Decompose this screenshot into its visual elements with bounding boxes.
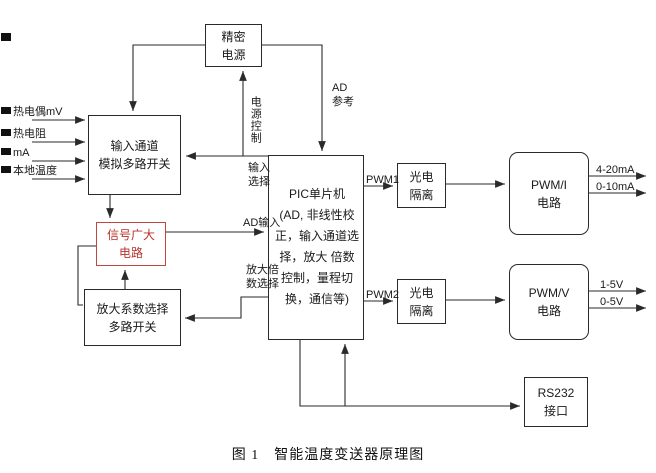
block-rs232-port-line2: 接口 — [543, 404, 568, 418]
block-signal-amplifier-line1: 信号广大 — [106, 228, 155, 242]
block-gain-select-switch: 放大系数选择 多路开关 — [84, 289, 181, 346]
label-gain-select: 放大倍 数选择 — [246, 263, 279, 292]
wire-ad-reference — [262, 44, 326, 151]
label-input-select-line1: 输入 — [248, 162, 270, 174]
wire-gain-select — [185, 296, 268, 322]
block-rs232-port-line1: RS232 — [537, 386, 575, 400]
block-pic-mcu-line6: 换，通信等) — [285, 292, 349, 306]
label-gain-select-line2: 数选择 — [246, 278, 279, 291]
block-pic-mcu-line2: (AD, 非线性校 — [279, 208, 355, 222]
scan-mark — [1, 107, 11, 114]
block-opto-isolator-2-line1: 光电 — [409, 285, 434, 300]
wire-power-to-input-switch — [129, 44, 205, 111]
label-ad-reference: AD 参考 — [332, 81, 354, 110]
wire-pic-to-rs232 — [299, 340, 520, 410]
figure-caption: 图 1 智能温度变送器原理图 — [231, 448, 425, 463]
block-pwm-i-circuit-line2: 电路 — [536, 195, 561, 210]
block-opto-isolator-2: 光电 隔离 — [397, 279, 446, 324]
block-gain-select-switch-line1: 放大系数选择 — [96, 301, 169, 316]
label-ad-reference-line2: 参考 — [332, 96, 354, 109]
block-precision-power: 精密 电源 — [205, 24, 262, 67]
block-signal-amplifier: 信号广大 电路 — [96, 222, 166, 266]
block-gain-select-switch-line2: 多路开关 — [108, 319, 157, 334]
wire-amp-gain-loop — [77, 245, 96, 306]
label-ad-input: AD输入 — [243, 217, 281, 229]
input-label-ma: mA — [13, 147, 30, 159]
block-pwm-v-circuit-line1: PWM/V — [528, 286, 570, 300]
block-input-channel-switch-line2: 模拟多路开关 — [98, 157, 171, 171]
input-label-thermocouple: 热电偶mV — [13, 106, 63, 118]
scan-mark — [1, 148, 11, 155]
block-opto-isolator-1-line2: 隔离 — [409, 187, 434, 202]
block-pic-mcu-line3: 正，输入通道选 — [275, 229, 360, 243]
block-opto-isolator-1: 光电 隔离 — [397, 163, 446, 208]
block-pwm-i-circuit: PWM/I 电路 — [509, 152, 589, 235]
input-label-rtd: 热电阻 — [13, 128, 46, 140]
label-ad-reference-line1: AD — [332, 82, 348, 94]
block-precision-power-line1: 精密 — [221, 29, 246, 44]
block-pic-mcu-line4: 择，放大 倍数 — [279, 250, 355, 264]
scan-mark — [1, 129, 11, 136]
block-pwm-v-circuit-line2: 电路 — [536, 304, 561, 318]
input-label-local-temp: 本地温度 — [13, 165, 57, 177]
block-precision-power-line2: 电源 — [221, 47, 246, 62]
block-rs232-port: RS232 接口 — [524, 377, 588, 427]
block-pic-mcu: PIC单片机 (AD, 非线性校 正，输入通道选 择，放大 倍数 控制，量程切 … — [268, 155, 364, 340]
label-out-0-10ma: 0-10mA — [596, 181, 635, 193]
block-signal-amplifier-line2: 电路 — [118, 246, 143, 260]
label-pwm2: PWM2 — [366, 289, 399, 301]
scan-mark — [1, 166, 11, 173]
block-opto-isolator-1-line1: 光电 — [409, 169, 434, 184]
label-out-1-5v: 1-5V — [600, 279, 624, 291]
block-pic-mcu-line5: 控制，量程切 — [280, 271, 353, 285]
scan-mark — [1, 33, 11, 41]
label-pwm1: PWM1 — [366, 174, 399, 186]
block-pwm-v-circuit: PWM/V 电路 — [509, 264, 589, 340]
block-input-channel-switch: 输入通道 模拟多路开关 — [88, 115, 181, 195]
block-pwm-i-circuit-line1: PWM/I — [531, 177, 567, 192]
block-opto-isolator-2-line2: 隔离 — [409, 303, 434, 318]
label-input-select: 输入 选择 — [248, 161, 270, 190]
block-pic-mcu-line1: PIC单片机 — [288, 187, 345, 201]
label-out-0-5v: 0-5V — [600, 296, 624, 308]
label-gain-select-line1: 放大倍 — [246, 264, 279, 276]
label-out-4-20ma: 4-20mA — [596, 164, 635, 176]
block-input-channel-switch-line1: 输入通道 — [110, 139, 159, 153]
label-input-select-line2: 选择 — [248, 176, 270, 189]
label-power-control: 电源控制 — [249, 96, 262, 144]
